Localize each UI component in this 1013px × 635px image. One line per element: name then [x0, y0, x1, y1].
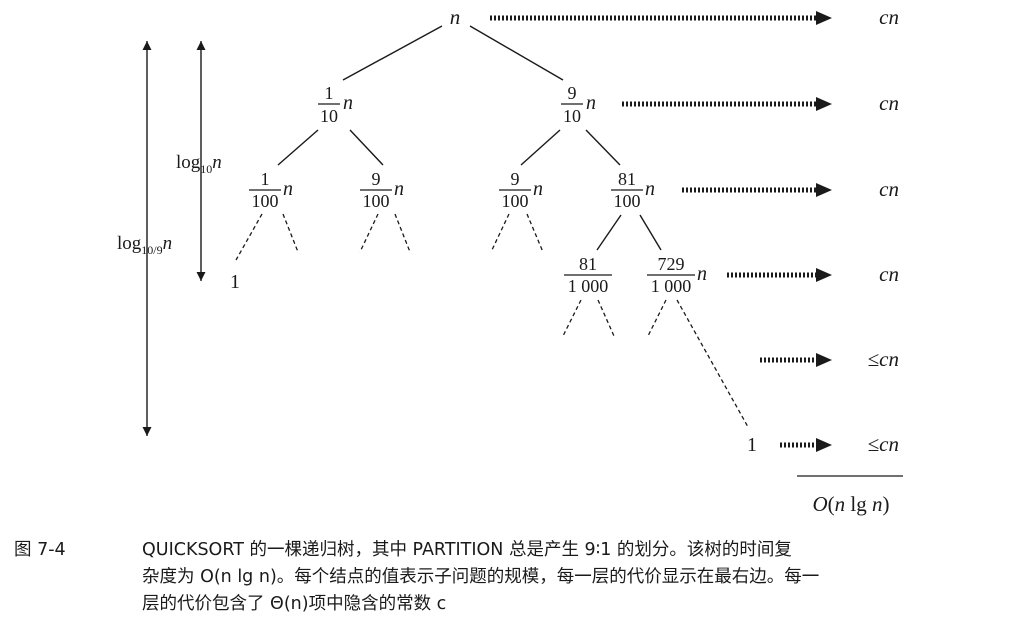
fraction-numerator: 81	[618, 169, 636, 189]
dashed-edge	[676, 299, 749, 428]
cost-arrowhead	[816, 97, 832, 111]
fraction-denominator: 100	[502, 191, 529, 211]
node-variable: n	[343, 92, 353, 114]
caption-body: QUICKSORT 的一棵递归树，其中 PARTITION 总是产生 9∶1 的…	[142, 537, 999, 618]
cost-labels: cn cn cn cn ≤cn ≤cn	[868, 5, 899, 456]
fraction-denominator: 10	[563, 106, 581, 126]
fraction-denominator: 100	[614, 191, 641, 211]
depth-arrows	[142, 41, 206, 436]
figure-caption: 图 7-4 QUICKSORT 的一棵递归树，其中 PARTITION 总是产生…	[14, 537, 999, 618]
total-cost: O(n lg n)	[812, 492, 889, 516]
fraction-numerator: 9	[568, 83, 577, 103]
figure-label: 图 7-4	[14, 540, 66, 560]
fraction-denominator: 1 000	[568, 276, 609, 296]
cost-label: ≤cn	[868, 347, 899, 371]
fraction-denominator: 10	[320, 106, 338, 126]
fraction-numerator: 729	[658, 254, 685, 274]
dashed-edge	[359, 213, 379, 253]
cost-arrowhead	[816, 11, 832, 25]
node-level3-a: 81 1 000	[564, 254, 612, 296]
cost-label: cn	[879, 262, 899, 286]
fraction-numerator: 1	[325, 83, 334, 103]
node-variable: n	[697, 263, 707, 285]
node-level2-c: 9 100 n	[499, 169, 543, 211]
dashed-edge	[490, 213, 510, 253]
fraction-denominator: 1 000	[651, 276, 692, 296]
cost-arrowheads	[816, 11, 832, 452]
caption-line: 层的代价包含了 Θ(n)项中隐含的常数 c	[142, 594, 447, 614]
fraction-numerator: 1	[261, 169, 270, 189]
node-variable: n	[533, 178, 543, 200]
caption-line: 杂度为 O(n lg n)。每个结点的值表示子问题的规模，每一层的代价显示在最右…	[142, 567, 820, 587]
dashed-edges	[235, 213, 749, 428]
edge-l1right-d	[585, 129, 621, 166]
edge-l1left-b	[349, 129, 384, 166]
edge-l2d-l3a	[596, 214, 622, 251]
cost-label: cn	[879, 5, 899, 29]
dashed-edge	[235, 213, 263, 261]
edge-l1left-a	[277, 129, 319, 166]
node-level3-b: 729 1 000 n	[647, 254, 707, 296]
cost-arrows	[490, 15, 818, 448]
cost-arrowhead	[816, 268, 832, 282]
edge-root-right	[469, 25, 564, 81]
dashed-edge	[526, 213, 544, 253]
fraction-numerator: 81	[579, 254, 597, 274]
node-level2-a: 1 100 n	[249, 169, 293, 211]
node-level2-d: 81 100 n	[611, 169, 655, 211]
leaf-node-right: 1	[747, 434, 757, 456]
cost-arrowhead	[816, 183, 832, 197]
tree-edges	[277, 25, 662, 251]
edge-l1right-c	[520, 129, 561, 166]
cost-arrowhead	[816, 353, 832, 367]
node-variable: n	[394, 178, 404, 200]
cost-arrowhead	[816, 438, 832, 452]
node-level1-left: 1 10 n	[318, 83, 353, 126]
fraction-numerator: 9	[511, 169, 520, 189]
node-variable: n	[645, 178, 655, 200]
node-variable: n	[586, 92, 596, 114]
cost-label: cn	[879, 91, 899, 115]
dashed-edge	[597, 299, 615, 337]
recursion-tree-diagram: log10n log10/9n n 1 10 n 9 10 n 1 100 n …	[117, 5, 903, 516]
fraction-denominator: 100	[252, 191, 279, 211]
dashed-edge	[562, 299, 582, 337]
fraction-numerator: 9	[372, 169, 381, 189]
cost-label: ≤cn	[868, 432, 899, 456]
caption-line: QUICKSORT 的一棵递归树，其中 PARTITION 总是产生 9∶1 的…	[142, 540, 792, 560]
leaf-node-left: 1	[230, 271, 240, 293]
dashed-edge	[647, 299, 667, 337]
cost-label: cn	[879, 177, 899, 201]
depth-label-short: log10n	[176, 152, 222, 176]
fraction-denominator: 100	[363, 191, 390, 211]
edge-l2d-l3b	[639, 214, 662, 251]
dashed-edge	[394, 213, 411, 253]
depth-label-long: log10/9n	[117, 233, 172, 257]
dashed-edge	[282, 213, 299, 253]
edge-root-left	[342, 25, 443, 81]
root-node: n	[450, 5, 461, 29]
node-level1-right: 9 10 n	[561, 83, 596, 126]
node-level2-b: 9 100 n	[360, 169, 404, 211]
node-variable: n	[283, 178, 293, 200]
